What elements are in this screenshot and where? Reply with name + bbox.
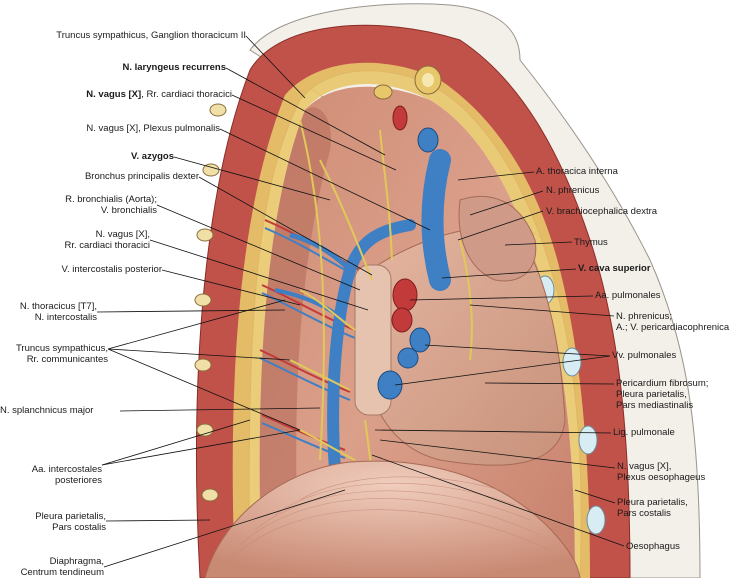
label-v-brachio: V. brachiocephalica dextra (546, 206, 658, 217)
leader-lines (96, 35, 625, 568)
label-n-laryngeus: N. laryngeus recurrens (122, 62, 227, 73)
thymus (458, 195, 537, 282)
label-v-azygos: V. azygos (131, 151, 174, 162)
diaphragm (204, 460, 581, 578)
label-n-thoracicus: N. thoracicus [T7],N. intercostalis (19, 301, 97, 323)
label-n-phrenicus: N. phrenicus (546, 185, 600, 196)
label-n-vagus-cardiaci-2: N. vagus [X],Rr. cardiaci thoracici (64, 229, 150, 251)
apex-vessels (373, 65, 442, 153)
label-pleura-costalis-left: Pleura parietalis,Pars costalis (35, 511, 106, 533)
label-bronchus: Bronchus principalis dexter (84, 171, 199, 182)
label-diaphragma: Diaphragma,Centrum tendineum (20, 556, 104, 578)
label-n-phrenicus-2: N. phrenicus;A.; V. pericardiacophrenica (616, 311, 730, 333)
label-pericardium: Pericardium fibrosum;Pleura parietalis,P… (616, 378, 709, 411)
label-n-vagus-pulm: N. vagus [X], Plexus pulmonalis (86, 123, 220, 134)
label-r-bronchialis: R. bronchialis (Aorta);V. bronchialis (65, 194, 157, 216)
label-aa-pulm: Aa. pulmonales (595, 290, 661, 301)
v-azygos-vessel (327, 219, 416, 476)
rib-cross-sections-left (194, 103, 227, 502)
label-lig-pulm: Lig. pulmonale (613, 427, 675, 438)
label-vv-pulm: Vv. pulmonales (612, 350, 677, 361)
label-thymus: Thymus (574, 237, 608, 248)
label-truncus-ganglion: Truncus sympathicus, Ganglion thoracicum… (56, 30, 246, 41)
label-a-thoracica: A. thoracica interna (536, 166, 618, 177)
v-cava-superior-vessel (421, 149, 451, 291)
nerve-network (289, 119, 473, 471)
label-pleura-costalis-right: Pleura parietalis,Pars costalis (617, 497, 688, 519)
label-oesophagus: Oesophagus (626, 541, 680, 552)
label-n-vagus-oes: N. vagus [X],Plexus oesophageus (617, 461, 706, 483)
azygos-branch-2 (274, 288, 347, 322)
label-n-vagus-cardiaci: N. vagus [X], Rr. cardiaci thoracici (86, 89, 232, 100)
pulmonary-veins (377, 327, 431, 400)
label-truncus-comm: Truncus sympathicus,Rr. communicantes (15, 343, 108, 365)
label-v-cava: V. cava superior (578, 263, 651, 274)
label-v-intercostalis: V. intercostalis posterior (61, 264, 162, 275)
label-n-splanchnicus: N. splanchnicus major (0, 405, 94, 416)
pulmonary-arteries (391, 278, 418, 333)
